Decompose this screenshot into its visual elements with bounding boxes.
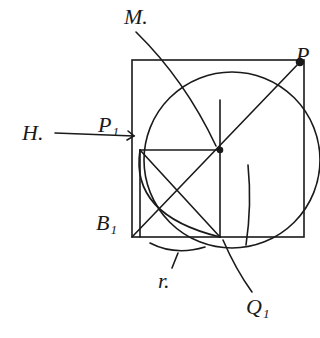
h-leader [55, 133, 134, 136]
point-label: P₁ [98, 114, 119, 136]
horizontal-line [140, 149, 220, 151]
r-leader [172, 253, 178, 268]
inner-diagonal [140, 150, 220, 237]
diagonal [132, 62, 300, 237]
vertical-line [219, 100, 221, 237]
point-label: P [296, 44, 309, 66]
point-center [218, 148, 223, 153]
point-label: Q₁ [246, 296, 270, 318]
point-label: r. [158, 270, 170, 292]
curve-line [246, 165, 250, 245]
point-label: B₁ [96, 212, 117, 234]
m-leader [136, 32, 216, 146]
r-bracket [150, 243, 205, 251]
circle [144, 72, 320, 248]
outer-square [132, 60, 304, 237]
point-label: H. [22, 122, 43, 144]
q-leader [223, 240, 252, 292]
arc-r [139, 150, 220, 237]
h-arrowhead [127, 131, 134, 140]
point-label: M. [124, 6, 148, 28]
